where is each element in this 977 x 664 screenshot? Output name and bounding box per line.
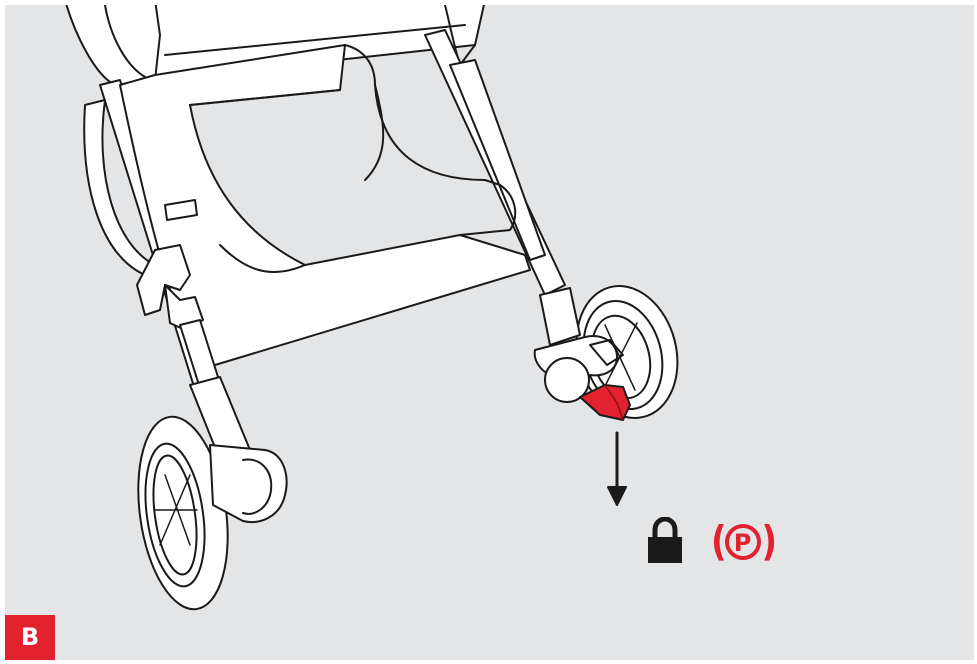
illustration-panel: (P) bbox=[5, 5, 974, 660]
arrow-down-icon bbox=[608, 433, 626, 505]
stroller-brake-illustration bbox=[5, 5, 974, 660]
lock-icon bbox=[645, 517, 685, 565]
parking-icon-letter: P bbox=[725, 524, 761, 560]
parking-icon-right-paren: ) bbox=[762, 513, 775, 571]
parking-icon-left-paren: ( bbox=[711, 513, 724, 571]
step-label-badge: B bbox=[5, 615, 55, 660]
rear-wheel-hub bbox=[210, 445, 287, 522]
parking-brake-icon: (P) bbox=[711, 516, 774, 564]
